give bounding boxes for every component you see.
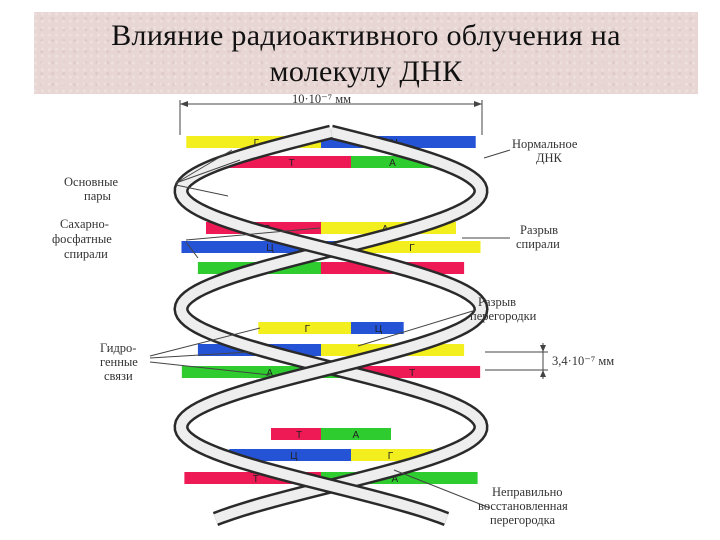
label-normal-dna-2: ДНК <box>536 151 563 165</box>
base-right-letter: А <box>353 430 360 441</box>
label-partition-break-2: перегородки <box>470 309 537 323</box>
side-dimension-label: 3,4·10⁻⁷ мм <box>552 354 614 368</box>
base-right-bar <box>321 428 391 440</box>
side-dimension: 3,4·10⁻⁷ мм <box>485 343 614 379</box>
base-right-letter: Г <box>388 451 394 462</box>
title-line-1: Влияние радиоактивного облучения на <box>111 19 621 52</box>
label-sugar-2: фосфатные <box>52 232 112 246</box>
label-partition-break-1: Разрыв <box>478 295 516 309</box>
base-right-letter: Т <box>409 368 415 379</box>
base-left-letter: Т <box>253 474 259 485</box>
label-helix-break-1: Разрыв <box>520 223 558 237</box>
base-right-bar <box>351 322 404 334</box>
label-sugar-3: спирали <box>64 247 108 261</box>
label-base-pairs-1: Основные <box>64 175 119 189</box>
label-normal-dna-1: Нормальное <box>512 137 578 151</box>
annotation-labels: Нормальное ДНК Основные пары Сахарно- фо… <box>52 137 578 527</box>
strand-a <box>175 127 486 524</box>
sugar-phosphate-strands <box>173 124 489 527</box>
base-left-letter: А <box>266 368 273 379</box>
base-left-bar <box>229 449 351 461</box>
label-wrong-repair-1: Неправильно <box>492 485 563 499</box>
base-right-letter: А <box>389 158 396 169</box>
base-right-letter: А <box>391 474 398 485</box>
title-line-2: молекулу ДНК <box>269 55 463 88</box>
top-dimension-label: 10·10⁻⁷ мм <box>292 92 351 106</box>
label-helix-break-2: спирали <box>516 237 560 251</box>
label-hydrogen-2: генные <box>100 355 138 369</box>
label-base-pairs-2: пары <box>84 189 111 203</box>
base-left-letter: Г <box>254 138 260 149</box>
label-pointers <box>149 149 511 509</box>
base-left-letter: Т <box>296 430 302 441</box>
label-hydrogen-1: Гидро- <box>100 341 136 355</box>
title-banner: Влияние радиоактивного облучения на моле… <box>34 12 698 94</box>
label-sugar-1: Сахарно- <box>60 217 109 231</box>
base-left-bar <box>271 428 321 440</box>
base-left-letter: Ц <box>266 243 274 254</box>
strand-b <box>176 127 487 524</box>
top-dimension: 10·10⁻⁷ мм <box>179 92 483 135</box>
base-left-letter: Ц <box>290 451 298 462</box>
label-wrong-repair-3: перегородка <box>490 513 555 527</box>
base-left-letter: Г <box>305 324 311 335</box>
label-wrong-repair-2: восстановленная <box>478 499 568 513</box>
base-left-bar <box>258 322 351 334</box>
base-left-letter: Т <box>289 158 295 169</box>
label-hydrogen-3: связи <box>104 369 133 383</box>
base-right-letter: Г <box>409 243 415 254</box>
base-right-letter: Ц <box>375 324 383 335</box>
